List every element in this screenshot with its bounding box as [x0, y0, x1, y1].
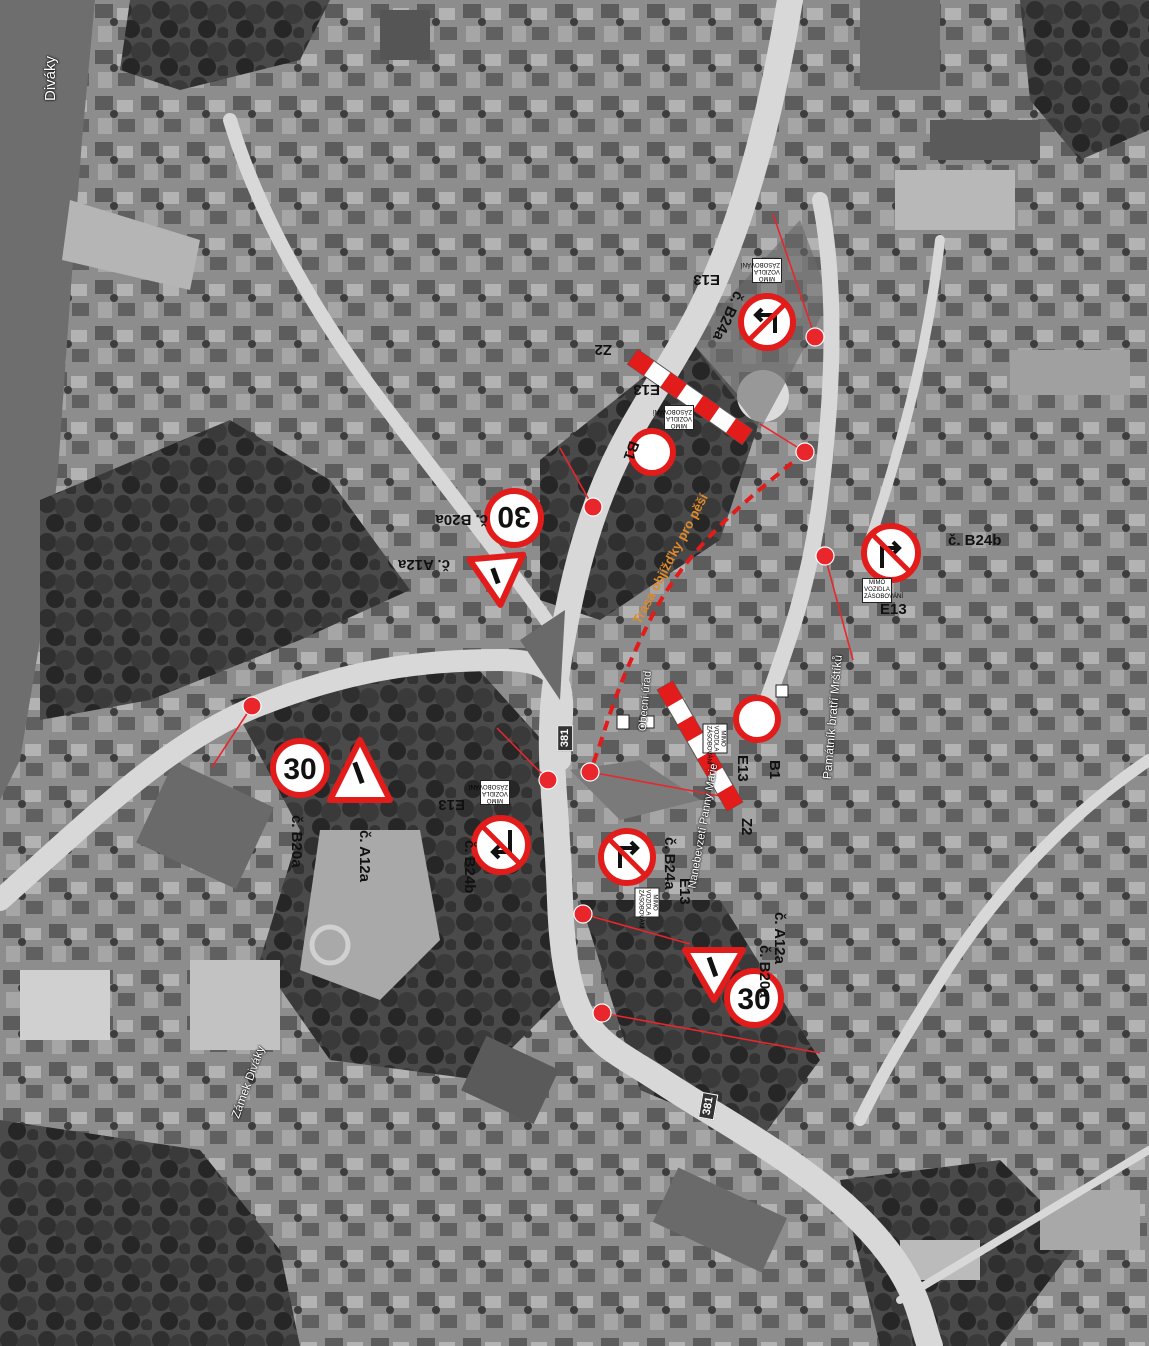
marker-dot[interactable]	[795, 442, 815, 462]
supplementary-tag: MIMO VOZIDLA ZÁSOBOVÁNÍ	[469, 780, 510, 805]
pedestrian-warning-sign[interactable]	[327, 737, 393, 803]
pedestrian-warning-sign[interactable]	[466, 551, 527, 608]
speed-limit-sign[interactable]: 30	[270, 738, 330, 798]
sign-code-label: E13	[676, 878, 693, 905]
sign-code-label: č. B20a	[288, 815, 305, 868]
sign-code-label: E13	[438, 796, 465, 813]
sign-code-label: č. B20a	[756, 945, 773, 998]
road-number-shield: 381	[557, 724, 574, 752]
supplementary-tag: MIMO VOZIDLA ZÁSOBOVÁNÍ	[653, 405, 694, 430]
sign-code-label: B1	[620, 439, 643, 463]
pedestrian-warning-sign[interactable]	[682, 947, 746, 1003]
no-turn-sign[interactable]	[598, 828, 656, 886]
sign-code-label: č. B24b	[461, 840, 478, 893]
sign-code-label: Z2	[738, 818, 755, 836]
sign-code-label: č. A12a	[356, 830, 373, 883]
no-turn-sign[interactable]	[471, 815, 531, 875]
svg-text:30: 30	[497, 500, 530, 533]
poi-icon	[616, 684, 789, 730]
no-vehicles-sign-b1[interactable]	[628, 428, 676, 476]
road-barrier-south[interactable]	[656, 680, 744, 812]
sign-code-label: č. A12a	[397, 556, 450, 573]
sign-code-label: č. A12a	[771, 912, 788, 965]
location-markers	[242, 327, 835, 1023]
sign-code-label: č. B24a	[661, 837, 678, 890]
supplementary-tag: MIMO VOZIDLA ZÁSOBOVÁNÍ	[702, 723, 728, 765]
marker-dot[interactable]	[805, 327, 825, 347]
place-label-divaky: Diváky	[42, 55, 60, 102]
marker-dot[interactable]	[592, 1003, 612, 1023]
sign-code-label: č. B24b	[948, 532, 1001, 549]
road-barrier-north[interactable]	[626, 348, 754, 446]
leader-lines	[211, 213, 854, 1054]
marker-dot[interactable]	[242, 696, 262, 716]
sign-code-label: E13	[734, 755, 751, 782]
sign-code-label: č. B20a	[435, 511, 488, 528]
speed-limit-sign[interactable]: 30	[724, 968, 784, 1028]
sign-code-label: E13	[633, 381, 660, 398]
supplementary-tag: MIMO VOZIDLA ZÁSOBOVÁNÍ	[741, 258, 782, 283]
detour-route-line	[588, 450, 807, 773]
route-label: Trasa objížďky pro pěší	[629, 491, 711, 627]
sign-code-label: E13	[880, 601, 907, 618]
svg-text:30: 30	[283, 753, 316, 786]
marker-dot[interactable]	[538, 770, 558, 790]
speed-limit-sign[interactable]: 30	[484, 488, 544, 548]
marker-dot[interactable]	[580, 762, 600, 782]
supplementary-tag: MIMO VOZIDLA ZÁSOBOVÁNÍ	[862, 578, 903, 603]
sign-code-label: E13	[693, 271, 720, 288]
marker-dot[interactable]	[573, 904, 593, 924]
sign-code-label: B1	[766, 760, 783, 779]
no-vehicles-sign-b1[interactable]	[733, 695, 781, 743]
marker-dot[interactable]	[583, 497, 603, 517]
no-turn-sign[interactable]	[861, 523, 921, 583]
marker-dot[interactable]	[815, 546, 835, 566]
supplementary-tag: MIMO VOZIDLA ZÁSOBOVÁNÍ	[634, 887, 660, 929]
sign-code-label: Z2	[594, 341, 612, 358]
no-turn-sign[interactable]	[738, 293, 796, 351]
svg-text:30: 30	[737, 983, 770, 1016]
